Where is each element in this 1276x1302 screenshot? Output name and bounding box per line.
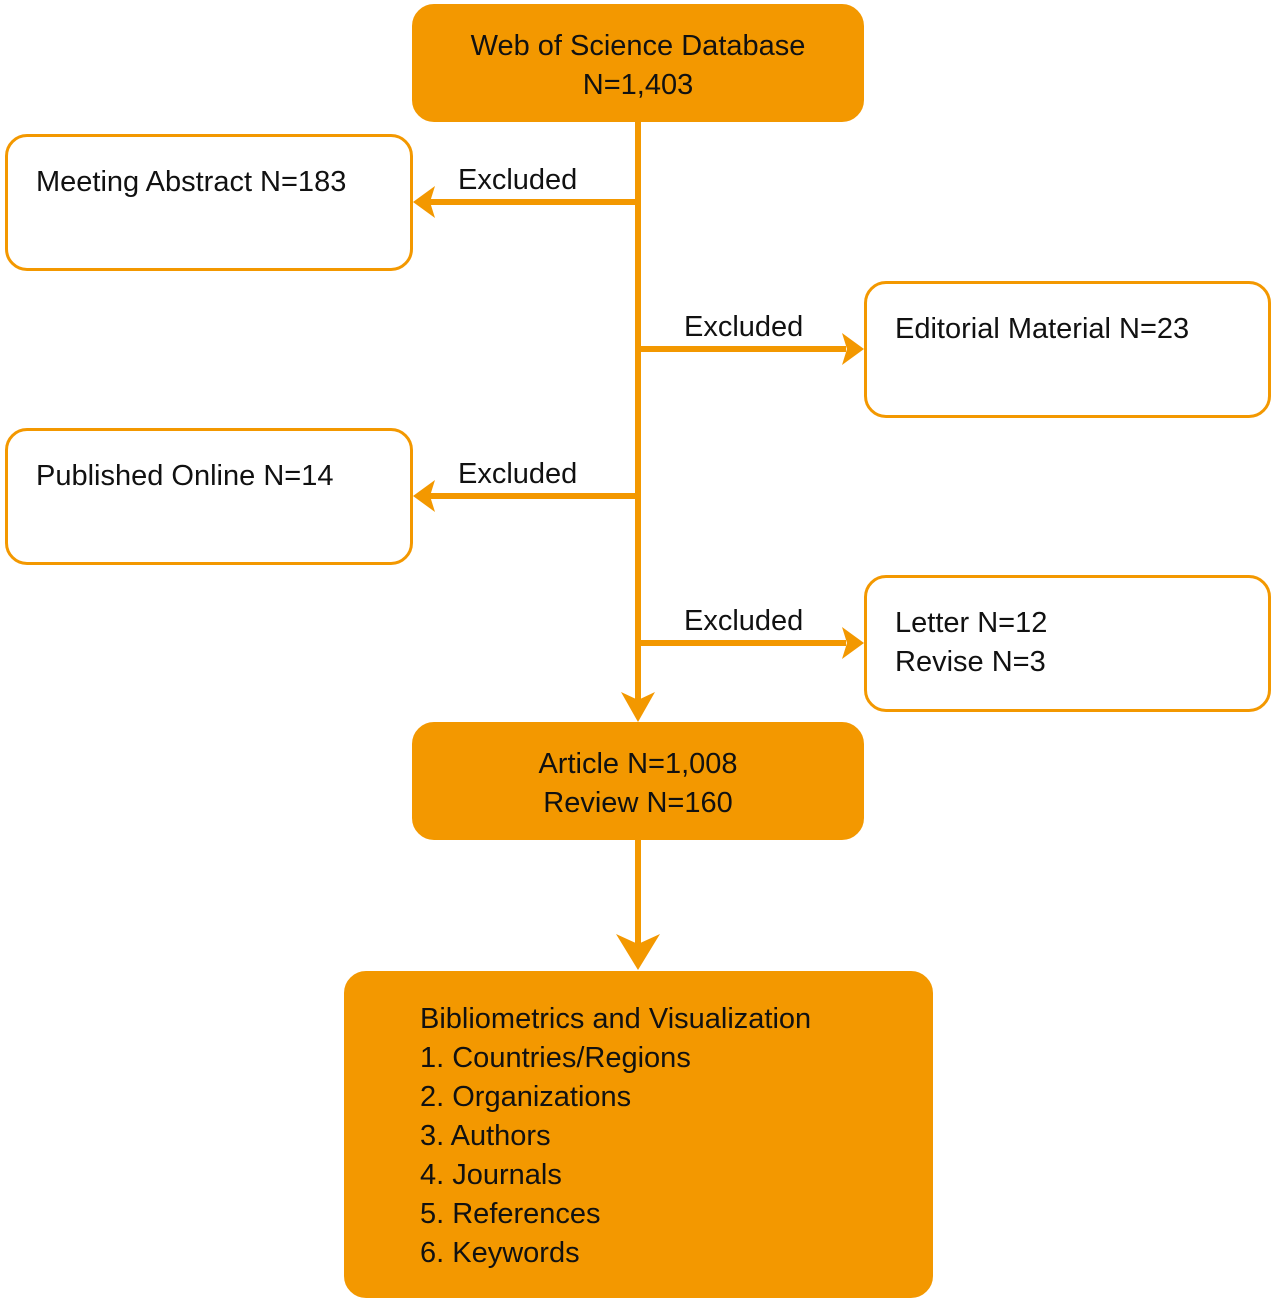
excluded-item-text: Published Online N=14 xyxy=(36,460,334,492)
analysis-item-journals: 4. Journals xyxy=(420,1159,562,1191)
excluded-item-text: Editorial Material N=23 xyxy=(895,313,1190,345)
source-database-box: Web of Science Database N=1,403 xyxy=(412,4,864,122)
excluded-box-meeting-abstract: Meeting Abstract N=183 xyxy=(5,134,413,271)
excluded-box-editorial-material: Editorial Material N=23 xyxy=(864,281,1271,418)
arrowhead-included xyxy=(621,692,655,722)
excluded-box-published-online: Published Online N=14 xyxy=(5,428,413,565)
analysis-item-references: 5. References xyxy=(420,1198,601,1230)
included-reviews-count: Review N=160 xyxy=(543,787,733,819)
arrowhead-meeting xyxy=(413,186,435,218)
analysis-item-authors: 3. Authors xyxy=(420,1120,551,1152)
analysis-item-keywords: 6. Keywords xyxy=(420,1237,580,1269)
excluded-label-published: Excluded xyxy=(458,458,578,490)
excluded-box-letter-revise: Letter N=12 Revise N=3 xyxy=(864,575,1271,712)
excluded-item-text: Meeting Abstract N=183 xyxy=(36,166,347,198)
arrowhead-editorial xyxy=(842,333,864,365)
excluded-item-text-letter: Letter N=12 xyxy=(895,607,1048,639)
excluded-item-text-revise: Revise N=3 xyxy=(895,646,1046,678)
arrowhead-letter xyxy=(842,627,864,659)
analysis-item-organizations: 2. Organizations xyxy=(420,1081,632,1113)
analysis-title: Bibliometrics and Visualization xyxy=(420,1003,812,1035)
included-records-box: Article N=1,008 Review N=160 xyxy=(412,722,864,840)
source-database-name: Web of Science Database xyxy=(470,30,806,62)
source-database-count: N=1,403 xyxy=(582,69,694,101)
excluded-label-letter: Excluded xyxy=(684,605,804,637)
arrowhead-published xyxy=(413,480,435,512)
excluded-label-meeting: Excluded xyxy=(458,164,578,196)
excluded-label-editorial: Excluded xyxy=(684,311,804,343)
analysis-item-countries: 1. Countries/Regions xyxy=(420,1042,691,1074)
included-articles-count: Article N=1,008 xyxy=(538,748,738,780)
arrowhead-analysis xyxy=(616,934,660,970)
analysis-box: Bibliometrics and Visualization 1. Count… xyxy=(344,971,933,1298)
